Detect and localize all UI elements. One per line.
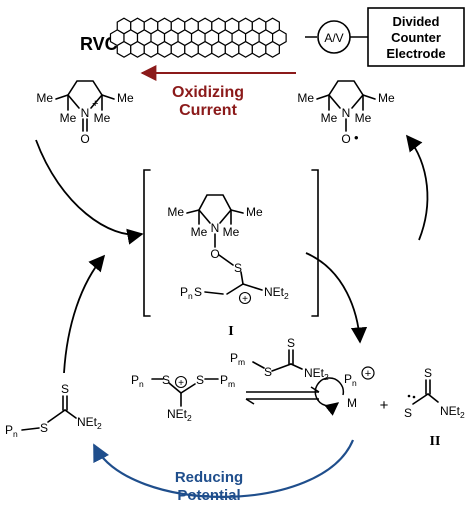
rvc-hexagon (251, 40, 267, 58)
anion-s: S (404, 406, 412, 420)
pn-cation-charge-circle (361, 366, 375, 380)
oxoammonium-me-3: Me (117, 91, 134, 105)
rvc-hexagon (238, 40, 253, 58)
right-upper-arrow (405, 134, 429, 241)
int-I-me-2: Me (191, 225, 208, 239)
dithiocarbamate-left: S S Pn NEt2 (5, 382, 102, 439)
bis-s-1: S (162, 373, 170, 387)
oxoammonium-me-1: Me (36, 91, 53, 105)
int-I-pn: Pn (180, 285, 193, 301)
anion-s-thione: S (424, 366, 432, 380)
anion-net2: NEt2 (440, 404, 465, 420)
intermediate-I-label: I (228, 324, 233, 339)
tempo-me-1: Me (297, 91, 314, 105)
tempo-me-4: Me (355, 111, 372, 125)
dithiocarbamate-pm: S Pm S NEt2 (230, 336, 329, 382)
rvc-hexagon (143, 40, 159, 58)
int-I-me-1: Me (167, 205, 184, 219)
bis-pm: Pm (220, 373, 235, 389)
monomer-m: M (347, 396, 357, 410)
pn-cation-with-M: Pn + M (314, 366, 375, 416)
rvc-hexagon (170, 40, 186, 58)
oxoammonium-o: O (80, 132, 89, 146)
bis-s-2: S (196, 373, 204, 387)
int-I-s-2: S (194, 285, 202, 299)
counter-electrode-line-2: Counter (391, 30, 441, 45)
oxoammonium-me-4: Me (94, 111, 111, 125)
int-I-o: O (210, 247, 219, 261)
dtc-pm-net2: NEt2 (304, 366, 329, 382)
m-cycle-arrow (314, 377, 345, 416)
dithiocarbamate-anion-II: S S NEt2 II (404, 366, 465, 449)
int-I-s-1: S (234, 261, 242, 275)
bis-charge-circle (174, 375, 188, 389)
intermediate-II-label: II (430, 434, 441, 449)
reducing-label-line-2: Potential (177, 487, 240, 504)
oxoammonium-n: N (81, 106, 90, 120)
bis-charge: + (178, 378, 184, 389)
tempo-radical-dot: • (354, 130, 359, 145)
dtc-left-net2: NEt2 (77, 415, 102, 431)
oxidizing-label-line-1: Oxidizing (172, 84, 244, 101)
counter-electrode-box (367, 7, 465, 67)
rvc-hexagon (184, 40, 199, 58)
tempo-me-2: Me (321, 111, 338, 125)
rvc-graphene-lattice (109, 17, 287, 58)
left-upper-arrow (35, 139, 144, 245)
rvc-hexagon (211, 40, 226, 58)
oxoammonium-me-2: Me (60, 111, 77, 125)
oxoammonium-structure: Me Me Me Me N + O (36, 80, 134, 146)
rvc-hexagon (130, 40, 145, 58)
oxoammonium-plus: + (92, 98, 98, 110)
rvc-hexagon (224, 40, 240, 58)
plus-sign: + (380, 397, 389, 414)
left-lower-arrow (63, 254, 106, 374)
oxidizing-label-line-2: Current (179, 102, 237, 119)
counter-electrode-line-3: Electrode (386, 46, 445, 61)
dtc-left-pn: Pn (5, 423, 18, 439)
bis-pn: Pn (131, 373, 144, 389)
pn-cation-p: Pn (344, 372, 357, 388)
tempo-n: N (342, 106, 351, 120)
dtc-left-s: S (40, 421, 48, 435)
bis-polymer-cation: Pn S S Pm + NEt2 (131, 373, 235, 423)
potentiostat-label: A/V (324, 31, 343, 45)
dtc-left-s-thione: S (61, 382, 69, 396)
int-I-me-4: Me (223, 225, 240, 239)
int-I-charge-circle (238, 291, 252, 305)
int-I-net2: NEt2 (264, 285, 289, 301)
counter-electrode-line-1: Divided (393, 14, 440, 29)
tempo-o: O (341, 132, 350, 146)
equilibrium-arrows (245, 386, 320, 405)
tempo-radical-structure: Me Me Me Me N O • (297, 80, 395, 146)
int-I-n: N (211, 221, 220, 235)
rvc-hexagon (116, 40, 132, 58)
reducing-arrow (93, 439, 355, 498)
rvc-hexagon (157, 40, 172, 58)
dtc-pm-s-thione: S (287, 336, 295, 350)
rvc-hexagon (197, 40, 213, 58)
tempo-me-3: Me (378, 91, 395, 105)
intermediate-I: Me Me Me Me N O S Pn S + NEt2 I (143, 169, 319, 339)
int-I-me-3: Me (246, 205, 263, 219)
rvc-label: RVC (80, 34, 118, 54)
bis-net2: NEt2 (167, 407, 192, 423)
dtc-pm-pm: Pm (230, 351, 245, 367)
pn-cation-charge: + (365, 368, 371, 380)
right-lower-arrow (305, 252, 368, 344)
reducing-label-line-1: Reducing (175, 469, 243, 486)
rvc-hexagon (265, 40, 280, 58)
dtc-pm-s: S (264, 365, 272, 379)
int-I-charge: + (242, 294, 248, 305)
